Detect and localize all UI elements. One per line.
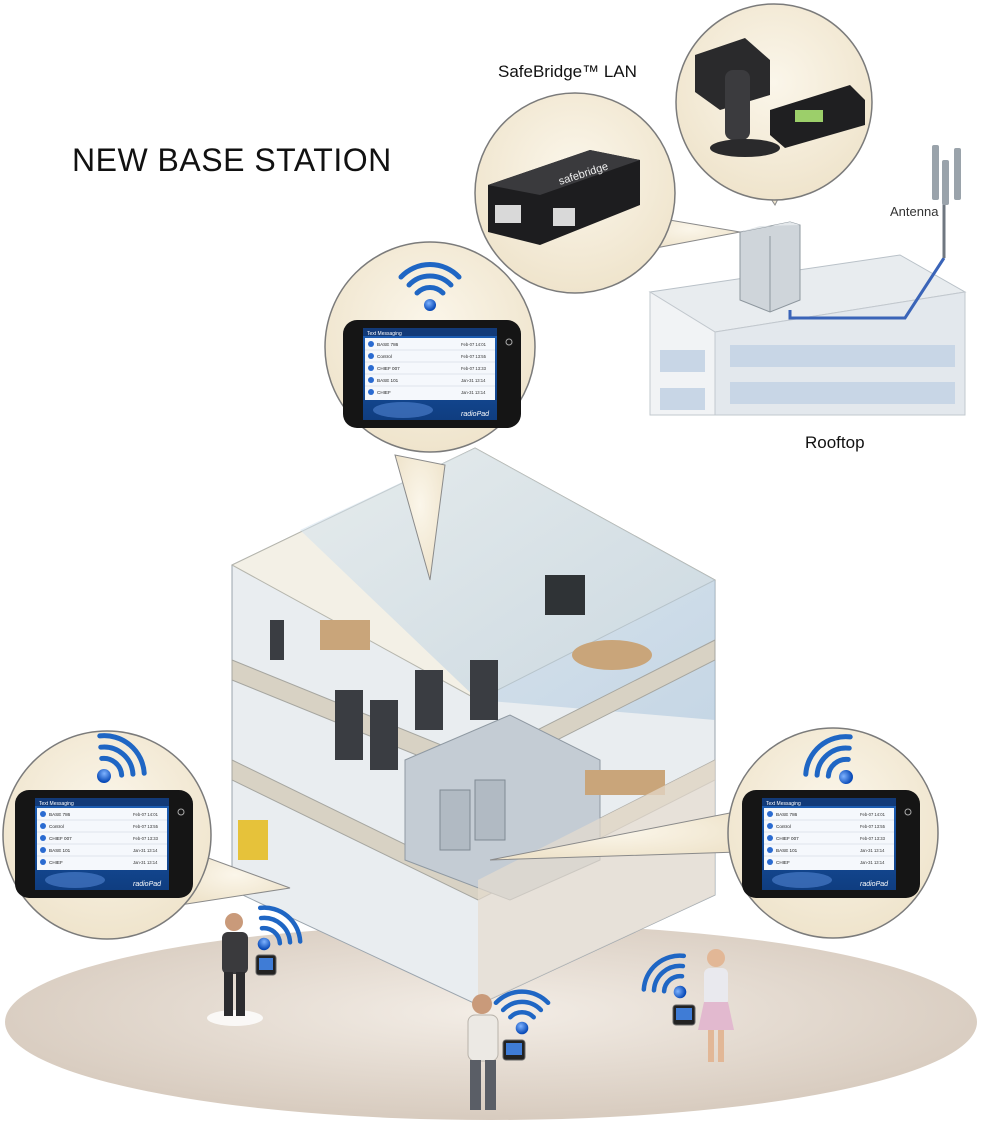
svg-text:Feb-07 13:33: Feb-07 13:33 xyxy=(860,836,886,841)
message-list: BASE 786 Feb-07 14:01 Control Feb-07 13:55… xyxy=(764,808,894,870)
svg-text:Jan-31 13:14: Jan-31 13:14 xyxy=(133,860,158,865)
wifi-icon xyxy=(641,953,687,999)
svg-text:Jan-31 13:14: Jan-31 13:14 xyxy=(133,848,158,853)
antenna-label: Antenna xyxy=(890,204,939,219)
svg-text:BASE 101: BASE 101 xyxy=(377,378,399,383)
svg-text:CHIEF: CHIEF xyxy=(776,860,790,865)
svg-text:BASE 786: BASE 786 xyxy=(776,812,798,817)
device-brand: radioPad xyxy=(133,881,162,888)
message-list: BASE 786 Feb-07 14:01 Control Feb-07 13:55… xyxy=(365,338,495,400)
svg-text:Control: Control xyxy=(776,824,791,829)
svg-text:Feb-07 14:01: Feb-07 14:01 xyxy=(133,812,159,817)
person-man-left xyxy=(207,913,277,1026)
wifi-icon xyxy=(257,905,303,951)
svg-text:BASE 786: BASE 786 xyxy=(377,342,399,347)
svg-text:Feb-07 13:33: Feb-07 13:33 xyxy=(461,366,487,371)
screen-header: Text Messaging xyxy=(39,801,74,807)
radiopad-tablet-left: Text Messaging BASE 786 Feb-07 14:01 Cont… xyxy=(15,790,193,898)
device-brand: radioPad xyxy=(461,411,490,418)
svg-text:BASE 101: BASE 101 xyxy=(49,848,71,853)
svg-text:Jan-31 13:14: Jan-31 13:14 xyxy=(860,848,885,853)
svg-text:Jan-31 13:14: Jan-31 13:14 xyxy=(461,390,486,395)
safebridge-label: SafeBridge™ LAN xyxy=(498,62,637,81)
svg-text:Jan-31 13:14: Jan-31 13:14 xyxy=(461,378,486,383)
equipment-cabinet xyxy=(739,221,801,313)
antenna-mast xyxy=(932,145,961,258)
svg-text:Feb-07 13:55: Feb-07 13:55 xyxy=(860,824,886,829)
wifi-icon xyxy=(493,989,551,1035)
main-building xyxy=(230,447,717,1006)
wifi-icon xyxy=(803,734,853,784)
svg-text:CHIEF 007: CHIEF 007 xyxy=(377,366,400,371)
person-woman-right xyxy=(672,949,734,1062)
svg-text:CHIEF 007: CHIEF 007 xyxy=(49,836,72,841)
rooftop-building xyxy=(648,254,967,416)
radiopad-tablet-top: Text Messaging BASE 786 Feb-07 14:01 Cont… xyxy=(343,320,521,428)
svg-text:BASE 101: BASE 101 xyxy=(776,848,798,853)
svg-text:CHIEF: CHIEF xyxy=(49,860,63,865)
svg-text:Control: Control xyxy=(49,824,64,829)
callout-radio xyxy=(675,3,873,207)
device-brand: radioPad xyxy=(860,881,889,888)
screen-header: Text Messaging xyxy=(766,801,801,807)
svg-text:BASE 786: BASE 786 xyxy=(49,812,71,817)
radio-unit-icon xyxy=(695,38,865,157)
page-title: NEW BASE STATION xyxy=(72,142,392,178)
svg-text:CHIEF: CHIEF xyxy=(377,390,391,395)
svg-text:Feb-07 14:01: Feb-07 14:01 xyxy=(860,812,886,817)
radiopad-tablet-right: Text Messaging BASE 786 Feb-07 14:01 Cont… xyxy=(742,790,920,898)
person-man-center xyxy=(467,994,526,1110)
svg-text:Jan-31 13:14: Jan-31 13:14 xyxy=(860,860,885,865)
svg-text:Feb-07 14:01: Feb-07 14:01 xyxy=(461,342,487,347)
wifi-icon xyxy=(398,262,462,311)
svg-text:Feb-07 13:55: Feb-07 13:55 xyxy=(461,354,487,359)
svg-text:CHIEF 007: CHIEF 007 xyxy=(776,836,799,841)
svg-text:Feb-07 13:55: Feb-07 13:55 xyxy=(133,824,159,829)
message-list: BASE 786 Feb-07 14:01 Control Feb-07 13:55… xyxy=(37,808,167,870)
rooftop-label: Rooftop xyxy=(805,433,865,452)
safebridge-device-icon: safebridge xyxy=(488,150,640,245)
wifi-icon xyxy=(97,733,147,783)
callout-safebridge: safebridge xyxy=(474,92,741,294)
svg-text:Control: Control xyxy=(377,354,392,359)
screen-header: Text Messaging xyxy=(367,331,402,337)
svg-text:Feb-07 13:33: Feb-07 13:33 xyxy=(133,836,159,841)
